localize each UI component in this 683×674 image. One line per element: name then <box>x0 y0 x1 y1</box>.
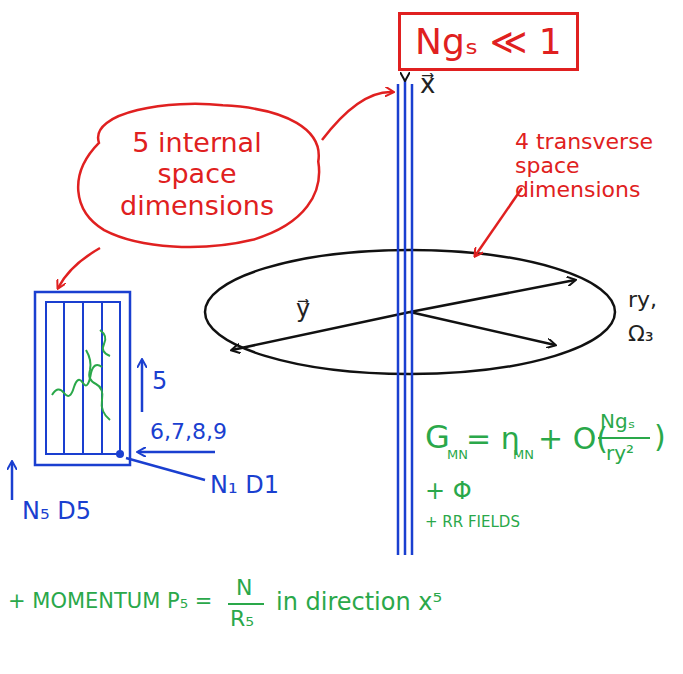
string-wiggle <box>52 365 102 396</box>
leader-arrow <box>475 188 522 256</box>
axis-label: x⃗ <box>420 70 435 99</box>
brane-label: N₁ D1 <box>210 472 279 498</box>
callout-cloud: 5 internal space dimensions <box>68 96 326 252</box>
node-text: 5 internal space dimensions <box>107 127 287 220</box>
internal-box <box>35 292 130 465</box>
brane-label: N₅ D5 <box>22 498 91 524</box>
condition-box: Ngₛ ≪ 1 <box>398 12 579 71</box>
formula-part: G <box>425 420 450 455</box>
vector-label: y⃗ <box>296 296 310 322</box>
formula-index: MN <box>513 448 534 462</box>
formula-part: + O( <box>538 422 608 455</box>
internal-box <box>46 302 120 454</box>
formula-part: R₅ <box>230 607 254 631</box>
r-vector <box>410 312 555 345</box>
formula-part: ry² <box>606 442 634 464</box>
r-vector <box>410 280 575 312</box>
leader-arrow <box>58 248 100 288</box>
y-vector <box>232 312 410 350</box>
transverse-ellipse <box>205 250 615 374</box>
radius-label: ry, <box>628 288 657 312</box>
formula-part: + RR FIELDS <box>425 514 520 531</box>
direction-arrow <box>141 360 144 412</box>
fraction-bar <box>228 603 264 605</box>
d1-line <box>101 302 103 454</box>
brane-line <box>404 80 407 555</box>
formula-part: ) <box>654 420 666 453</box>
formula-part: Ngₛ <box>600 410 635 432</box>
momentum-label: in direction x⁵ <box>276 589 442 615</box>
formula-part: = η <box>466 422 520 455</box>
string-wiggle <box>86 350 110 420</box>
formula-index: MN <box>447 448 468 462</box>
text-wrap: 5 internal space dimensions <box>107 127 287 220</box>
direction-label: 6,7,8,9 <box>150 420 227 444</box>
node-text: Ngₛ ≪ 1 <box>415 21 562 62</box>
leader-arrow <box>322 92 393 140</box>
formula-part: N <box>236 576 252 600</box>
direction-label: 5 <box>152 368 167 394</box>
momentum-label: + MOMENTUM P₅ = <box>8 590 212 613</box>
string-wiggle <box>100 330 110 356</box>
formula-part: + Φ <box>425 478 472 504</box>
intersection-dot <box>116 450 124 458</box>
sphere-label: Ω₃ <box>628 322 654 346</box>
leader-line <box>126 458 205 480</box>
direction-arrow <box>11 462 14 500</box>
callout-text: 4 transverse space dimensions <box>515 130 675 203</box>
brane-line <box>397 84 400 555</box>
direction-arrow <box>138 451 215 454</box>
brane-line <box>411 84 414 555</box>
text-wrap: Ngₛ ≪ 1 <box>415 21 562 62</box>
d1-line <box>63 302 65 454</box>
d1-line <box>82 302 84 454</box>
